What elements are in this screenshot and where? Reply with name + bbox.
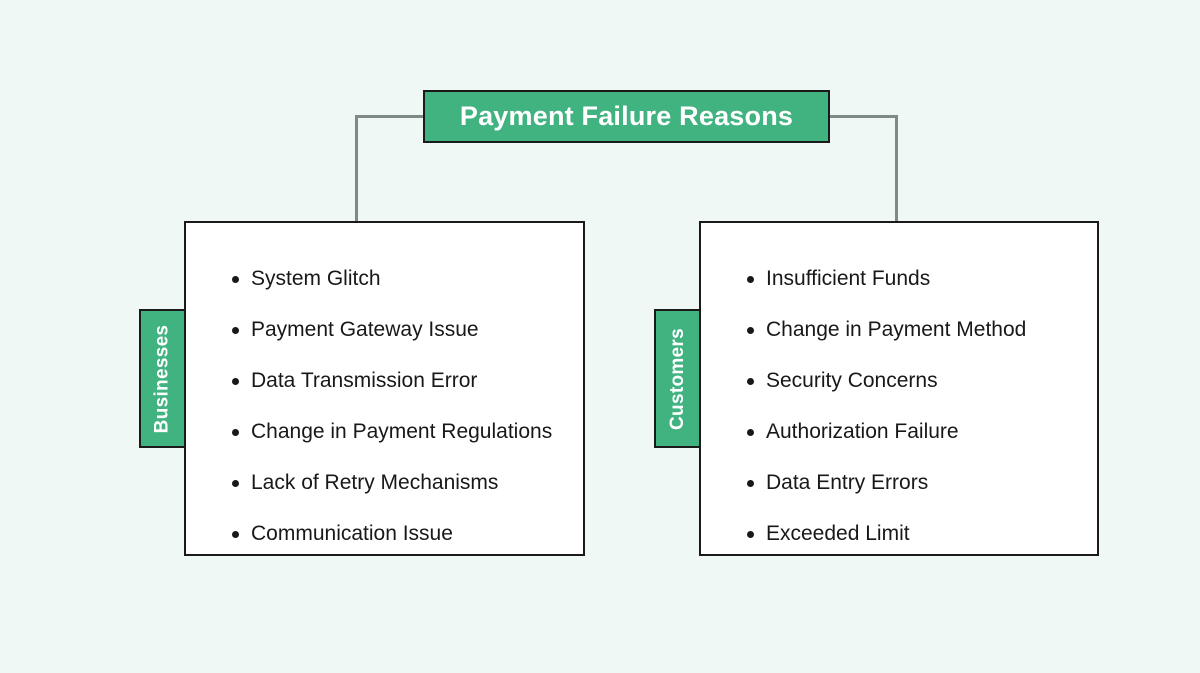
connector-root-to-customers-vertical <box>895 115 898 223</box>
bullet-icon <box>232 479 239 487</box>
list-item-label: Payment Gateway Issue <box>251 318 479 341</box>
list-item-label: Data Entry Errors <box>766 471 929 494</box>
list-item: Data Transmission Error <box>186 355 583 406</box>
bullet-icon <box>232 326 239 334</box>
list-item: System Glitch <box>186 253 583 304</box>
list-item: Authorization Failure <box>701 406 1097 457</box>
bullet-icon <box>747 377 754 385</box>
branch-tab-label: Customers <box>666 327 688 430</box>
branch-panel-customers: Insufficient Funds Change in Payment Met… <box>699 221 1099 556</box>
page-title: Payment Failure Reasons <box>459 101 794 131</box>
connector-root-to-businesses-horizontal <box>355 115 425 118</box>
list-item-label: System Glitch <box>251 267 381 290</box>
bullet-icon <box>747 428 754 436</box>
list-item: Change in Payment Regulations <box>186 406 583 457</box>
list-item: Exceeded Limit <box>701 508 1097 559</box>
list-item: Lack of Retry Mechanisms <box>186 457 583 508</box>
list-item-label: Communication Issue <box>251 522 453 545</box>
branch-tab-businesses[interactable]: Businesses <box>139 309 186 448</box>
list-item-label: Insufficient Funds <box>766 267 931 290</box>
branch-tab-customers[interactable]: Customers <box>654 309 701 448</box>
list-item-label: Change in Payment Method <box>766 318 1027 341</box>
root-node[interactable]: Payment Failure Reasons <box>423 90 830 143</box>
connector-root-to-businesses-vertical <box>355 115 358 223</box>
branch-list-businesses: System Glitch Payment Gateway Issue Data… <box>186 223 583 559</box>
list-item: Insufficient Funds <box>701 253 1097 304</box>
list-item: Change in Payment Method <box>701 304 1097 355</box>
list-item-label: Lack of Retry Mechanisms <box>251 471 499 494</box>
list-item: Security Concerns <box>701 355 1097 406</box>
list-item-label: Data Transmission Error <box>251 369 478 392</box>
list-item: Communication Issue <box>186 508 583 559</box>
bullet-icon <box>232 530 239 538</box>
branch-panel-businesses: System Glitch Payment Gateway Issue Data… <box>184 221 585 556</box>
bullet-icon <box>747 479 754 487</box>
connector-root-to-customers-horizontal <box>828 115 898 118</box>
bullet-icon <box>232 377 239 385</box>
branch-list-customers: Insufficient Funds Change in Payment Met… <box>701 223 1097 559</box>
bullet-icon <box>747 530 754 538</box>
list-item: Data Entry Errors <box>701 457 1097 508</box>
list-item-label: Authorization Failure <box>766 420 959 443</box>
list-item: Payment Gateway Issue <box>186 304 583 355</box>
list-item-label: Change in Payment Regulations <box>251 420 553 443</box>
list-item-label: Exceeded Limit <box>766 522 910 545</box>
bullet-icon <box>232 428 239 436</box>
bullet-icon <box>232 275 239 283</box>
branch-tab-label: Businesses <box>151 324 173 433</box>
list-item-label: Security Concerns <box>766 369 938 392</box>
bullet-icon <box>747 326 754 334</box>
bullet-icon <box>747 275 754 283</box>
